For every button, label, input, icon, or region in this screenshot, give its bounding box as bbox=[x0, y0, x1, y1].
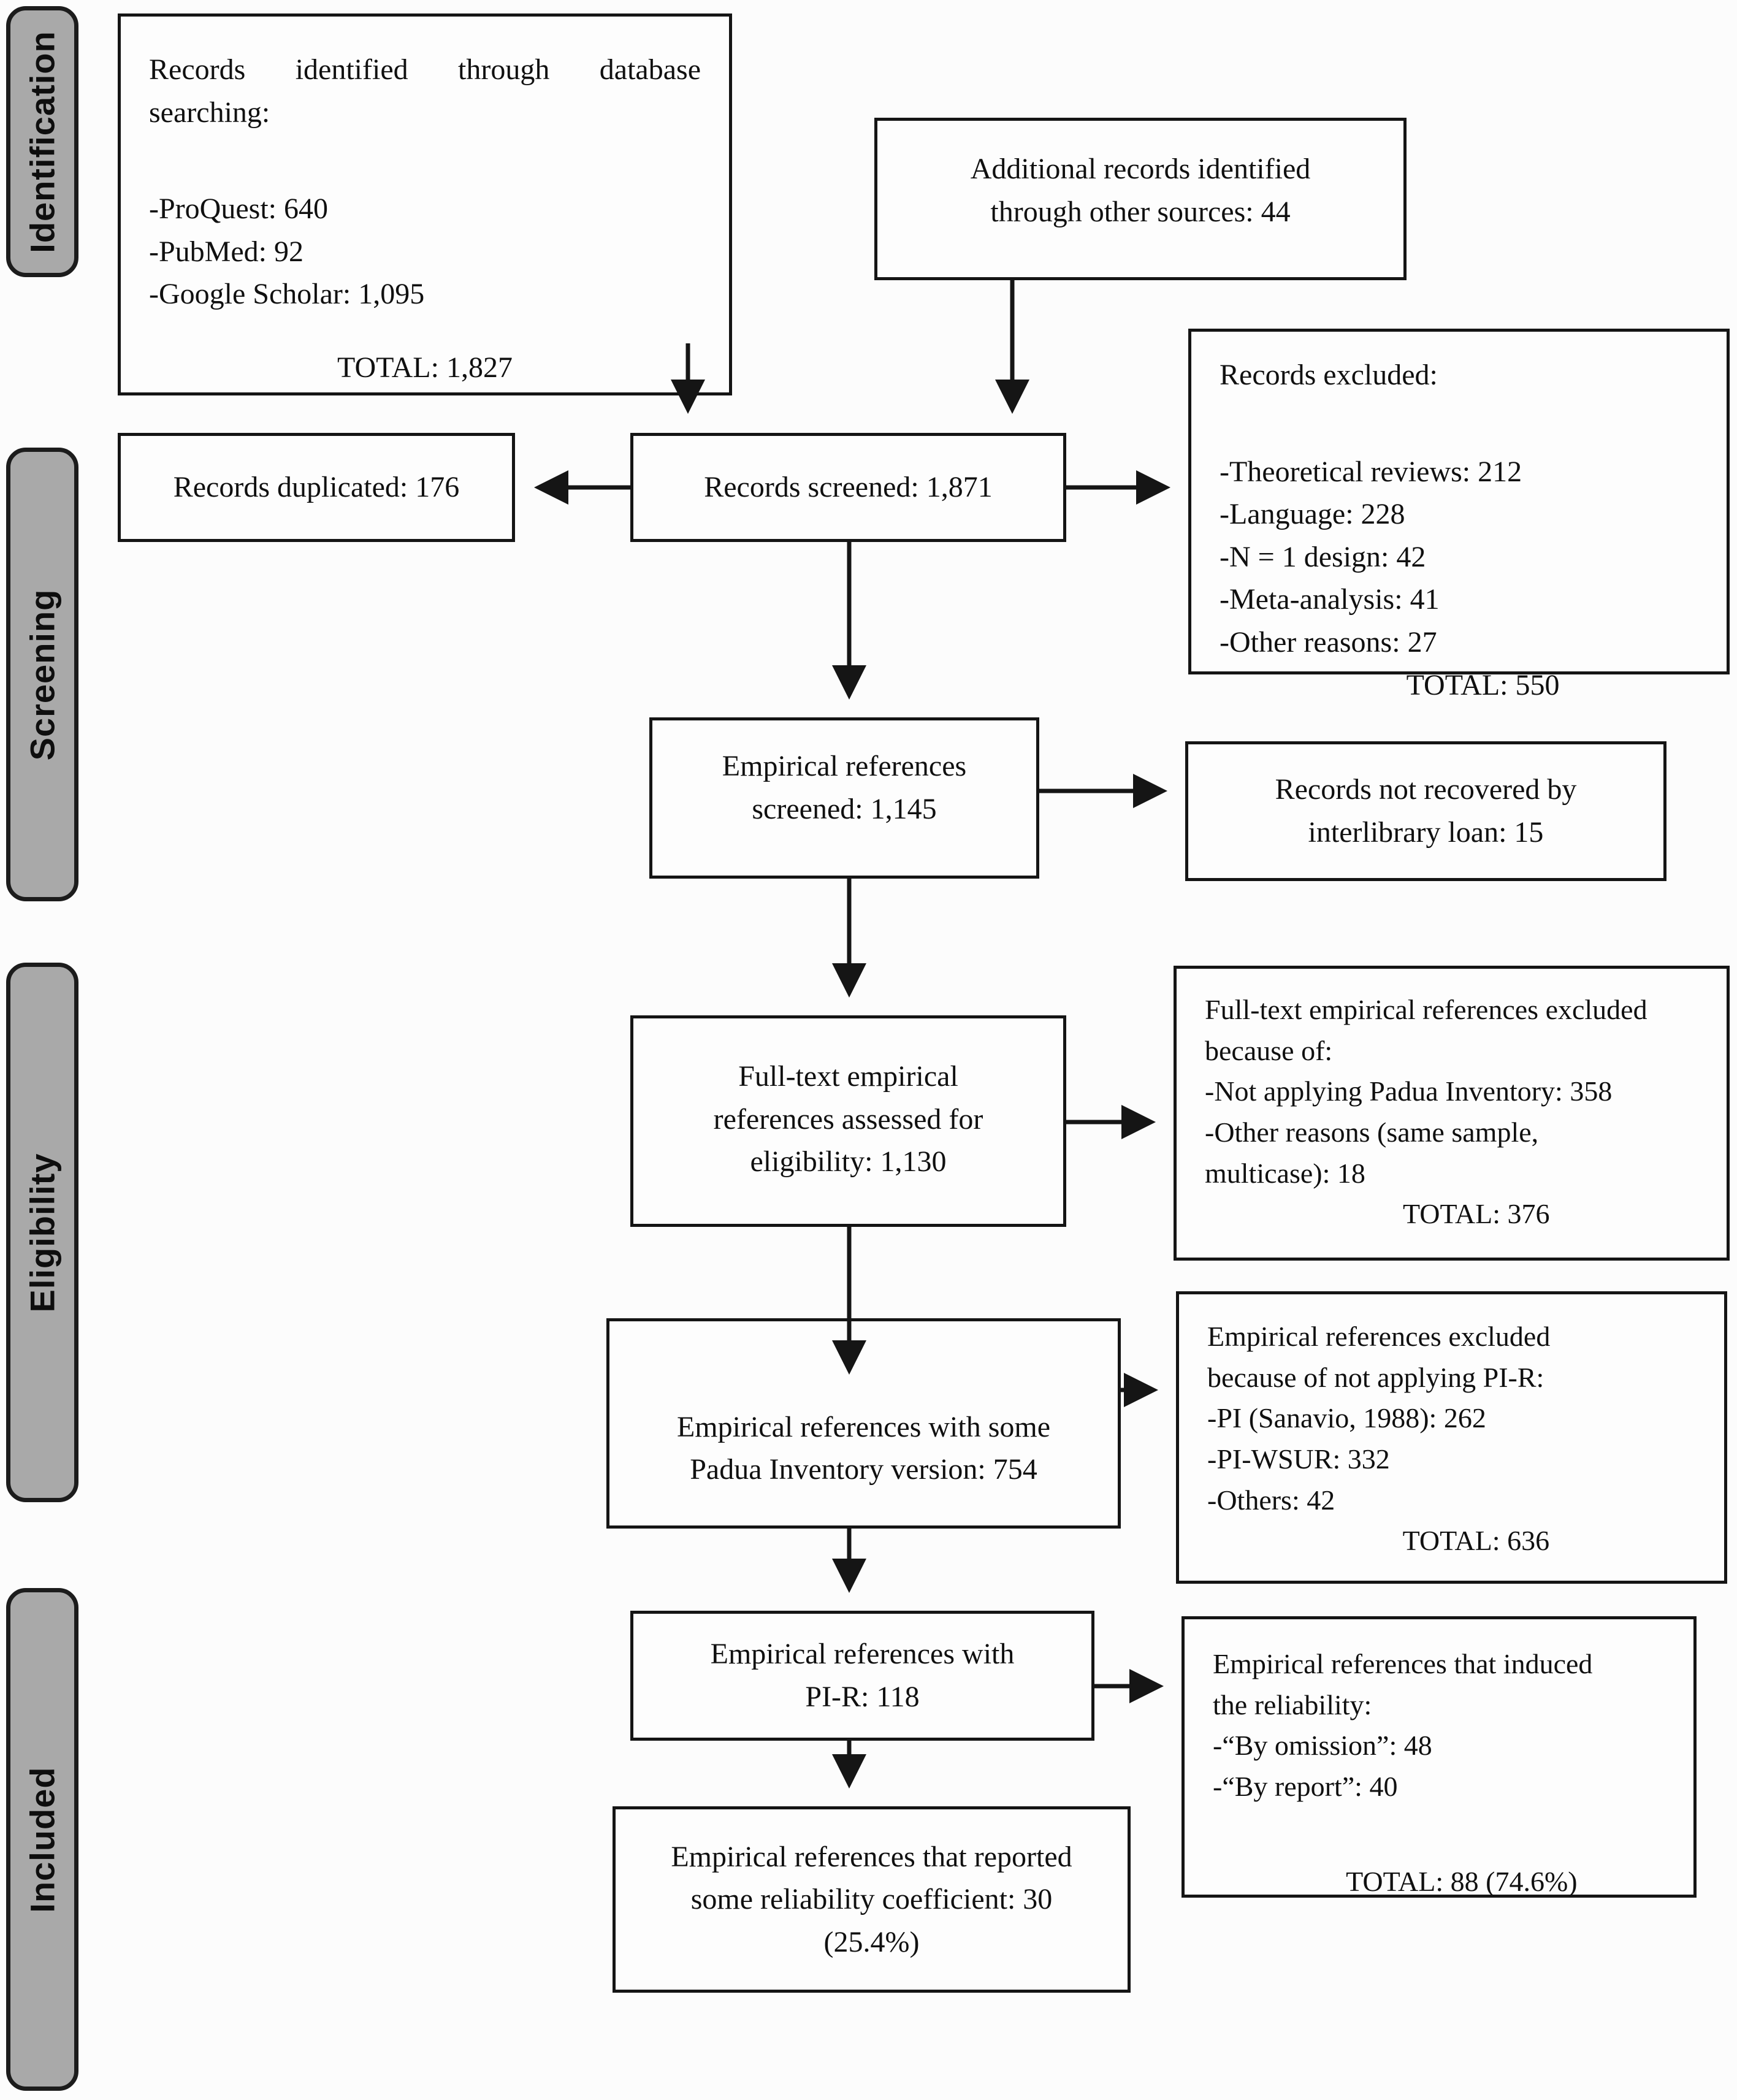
box-fulltext-excluded: Full-text empirical references excluded b… bbox=[1174, 966, 1730, 1261]
box-induced-reliability-title: Empirical references that induced the rel… bbox=[1213, 1644, 1665, 1725]
stage-label-screening-text: Screening bbox=[23, 589, 62, 760]
box-excluded-pir-title: Empirical references excluded because of … bbox=[1207, 1316, 1696, 1398]
spacer bbox=[1220, 397, 1698, 451]
box-records-identified-title-line2: searching: bbox=[149, 96, 270, 129]
text-line: references assessed for bbox=[713, 1102, 983, 1136]
text-line: -N = 1 design: 42 bbox=[1220, 540, 1426, 573]
box-empirical-screened-lines: Empirical references screened: 1,145 bbox=[722, 745, 966, 830]
text-line: -Meta-analysis: 41 bbox=[1220, 583, 1440, 616]
box-fulltext-assessed-lines: Full-text empirical references assessed f… bbox=[714, 1055, 983, 1183]
text-line: -Language: 228 bbox=[1220, 498, 1405, 531]
text-line: -Other reasons (same sample, bbox=[1205, 1117, 1539, 1148]
box-induced-reliability-total: TOTAL: 88 (74.6%) bbox=[1346, 1865, 1578, 1897]
text-line: screened: 1,145 bbox=[752, 792, 937, 825]
spacer bbox=[149, 316, 701, 346]
box-records-excluded-items: -Theoretical reviews: 212 -Language: 228 -… bbox=[1220, 451, 1698, 664]
text-line: Full-text empirical references excluded bbox=[1205, 994, 1647, 1025]
stage-label-screening: Screening bbox=[6, 448, 78, 901]
box-induced-reliability: Empirical references that induced the rel… bbox=[1182, 1616, 1697, 1898]
box-empirical-screened: Empirical references screened: 1,145 bbox=[649, 717, 1039, 879]
box-records-identified-title-line1: Records identified through database bbox=[149, 53, 701, 86]
text-line: because of: bbox=[1205, 1034, 1333, 1066]
text-line: interlibrary loan: 15 bbox=[1308, 816, 1544, 849]
text-line: -Theoretical reviews: 212 bbox=[1220, 455, 1522, 488]
text-line: -Google Scholar: 1,095 bbox=[149, 278, 425, 311]
box-records-excluded-title: Records excluded: bbox=[1220, 359, 1438, 391]
box-reported-reliability: Empirical references that reported some r… bbox=[613, 1806, 1131, 1993]
text-line: Empirical references with some bbox=[676, 1410, 1051, 1443]
text-line: multicase): 18 bbox=[1205, 1157, 1365, 1189]
box-reported-reliability-lines: Empirical references that reported some r… bbox=[671, 1836, 1072, 1964]
text-line: the reliability: bbox=[1213, 1689, 1372, 1720]
text-line: Records not recovered by bbox=[1275, 773, 1577, 806]
text-line: Empirical references that induced bbox=[1213, 1648, 1593, 1679]
box-excluded-pir-total: TOTAL: 636 bbox=[1402, 1525, 1550, 1557]
stage-label-eligibility-text: Eligibility bbox=[23, 1153, 62, 1312]
text-line: Additional records identified bbox=[970, 153, 1311, 185]
text-line: -“By report”: 40 bbox=[1213, 1771, 1398, 1803]
box-records-identified: Records identified through database sear… bbox=[118, 13, 732, 395]
text-line: Empirical references with bbox=[710, 1638, 1015, 1671]
box-records-screened-lines: Records screened: 1,871 bbox=[704, 466, 993, 509]
text-line: Padua Inventory version: 754 bbox=[690, 1453, 1037, 1486]
stage-label-eligibility: Eligibility bbox=[6, 963, 78, 1502]
box-additional-records-lines: Additional records identified through oth… bbox=[971, 148, 1311, 233]
stage-label-identification: Identification bbox=[6, 6, 78, 277]
text-line: -Not applying Padua Inventory: 358 bbox=[1205, 1075, 1613, 1107]
box-fulltext-excluded-total: TOTAL: 376 bbox=[1402, 1198, 1550, 1230]
text-line: Records screened: 1,871 bbox=[704, 471, 993, 504]
box-records-identified-total: TOTAL: 1,827 bbox=[337, 351, 513, 384]
text-line: Records duplicated: 176 bbox=[173, 471, 460, 504]
box-fulltext-excluded-title: Full-text empirical references excluded b… bbox=[1205, 990, 1698, 1071]
text-line: Empirical references bbox=[722, 750, 967, 782]
text-line: -Other reasons: 27 bbox=[1220, 625, 1437, 659]
text-line: some reliability coefficient: 30 bbox=[690, 1883, 1053, 1916]
text-line: -PI-WSUR: 332 bbox=[1207, 1443, 1390, 1475]
box-records-excluded-total: TOTAL: 550 bbox=[1406, 668, 1560, 701]
text-line: eligibility: 1,130 bbox=[750, 1145, 947, 1178]
text-line: PI-R: 118 bbox=[805, 1681, 920, 1713]
stage-label-included: Included bbox=[6, 1588, 78, 2091]
box-records-identified-items: -ProQuest: 640 -PubMed: 92 -Google Scholar… bbox=[149, 188, 701, 316]
text-line: -“By omission”: 48 bbox=[1213, 1730, 1432, 1762]
box-fulltext-assessed: Full-text empirical references assessed f… bbox=[630, 1015, 1066, 1227]
text-line: -ProQuest: 640 bbox=[149, 193, 328, 226]
text-line: through other sources: 44 bbox=[990, 195, 1291, 228]
spacer bbox=[149, 134, 701, 188]
text-line: -Others: 42 bbox=[1207, 1484, 1335, 1516]
box-not-recovered-lines: Records not recovered by interlibrary loa… bbox=[1275, 768, 1577, 853]
box-excluded-pir: Empirical references excluded because of … bbox=[1176, 1291, 1727, 1584]
text-line: (25.4%) bbox=[823, 1925, 920, 1958]
text-line: because of not applying PI-R: bbox=[1207, 1361, 1544, 1393]
box-records-excluded: Records excluded: -Theoretical reviews: … bbox=[1188, 329, 1730, 701]
text-line: Full-text empirical bbox=[738, 1060, 958, 1093]
box-induced-reliability-items: -“By omission”: 48 -“By report”: 40 bbox=[1213, 1725, 1665, 1807]
box-additional-records: Additional records identified through oth… bbox=[874, 118, 1407, 280]
stage-label-identification-text: Identification bbox=[23, 30, 62, 253]
text-line: Empirical references that reported bbox=[671, 1840, 1072, 1873]
text-line: -PubMed: 92 bbox=[149, 235, 303, 268]
box-fulltext-excluded-items: -Not applying Padua Inventory: 358 -Other… bbox=[1205, 1071, 1698, 1194]
stage-label-included-text: Included bbox=[23, 1766, 62, 1913]
spacer bbox=[1213, 1808, 1665, 1861]
box-records-duplicated: Records duplicated: 176 bbox=[118, 433, 515, 542]
box-records-duplicated-lines: Records duplicated: 176 bbox=[174, 466, 460, 509]
text-line: Empirical references excluded bbox=[1207, 1321, 1551, 1352]
text-line: -PI (Sanavio, 1988): 262 bbox=[1207, 1402, 1486, 1434]
box-records-screened: Records screened: 1,871 bbox=[630, 433, 1066, 542]
box-excluded-pir-items: -PI (Sanavio, 1988): 262 -PI-WSUR: 332 -Ot… bbox=[1207, 1398, 1696, 1521]
box-not-recovered: Records not recovered by interlibrary loa… bbox=[1185, 741, 1666, 881]
